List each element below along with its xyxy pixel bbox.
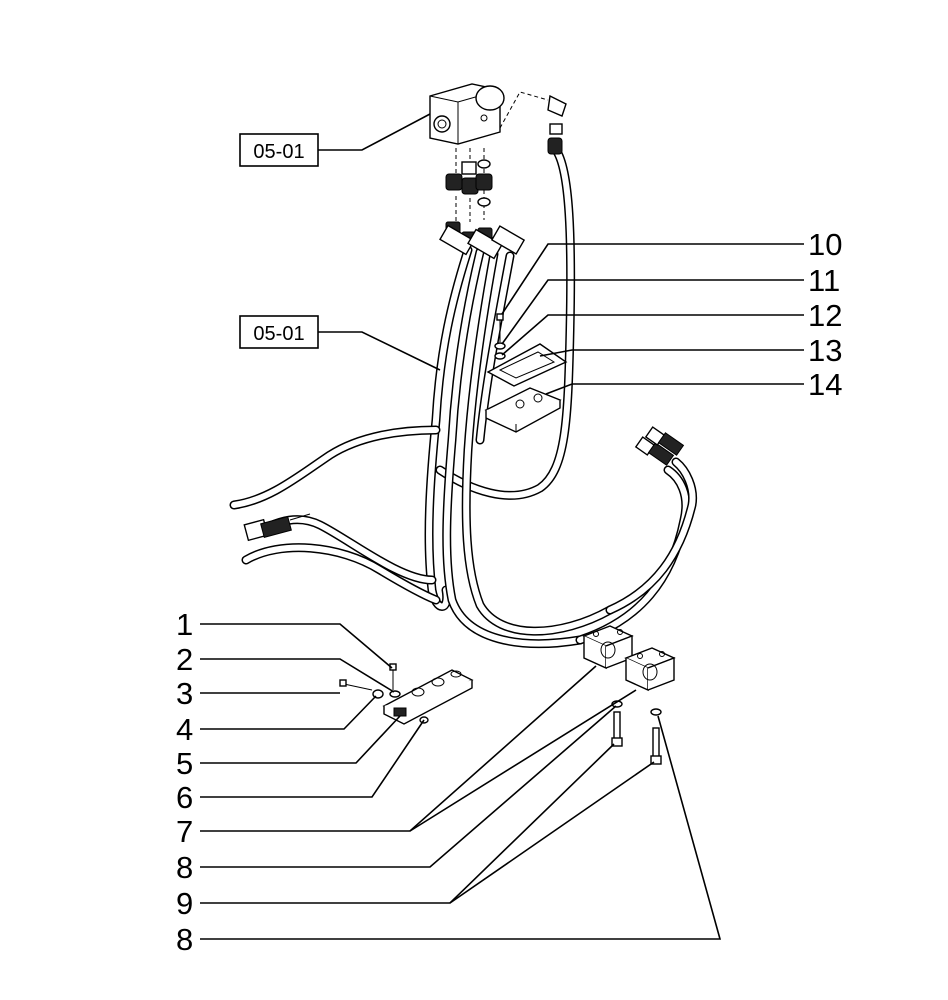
ref-box-label: 05-01: [253, 141, 304, 163]
callout-numbers: 10 11 12 13 14 1 2 3 4 5 6 7 8 9 8: [176, 227, 842, 957]
ref-box-middle: 05-01: [239, 315, 319, 349]
block-fittings: [439, 148, 526, 260]
valve-block: [429, 83, 505, 145]
callout-5: 5: [176, 746, 193, 781]
hose-bundle: [229, 145, 698, 649]
callout-6: 6: [176, 780, 193, 815]
callout-8: 8: [176, 850, 193, 885]
right-hose-fittings: [634, 426, 685, 466]
left-hose-fitting: [243, 513, 311, 542]
callout-3: 3: [176, 676, 193, 711]
ref-box-top: 05-01: [239, 133, 319, 167]
leader-lines: [200, 113, 804, 940]
callout-7: 7: [176, 814, 193, 849]
callout-2: 2: [176, 642, 193, 677]
callout-4: 4: [176, 712, 193, 747]
callout-1: 1: [176, 607, 193, 642]
clamp-blocks-lower-right: [582, 625, 676, 765]
callout-12: 12: [808, 298, 842, 333]
callout-14: 14: [808, 367, 842, 402]
callout-10: 10: [808, 227, 842, 262]
clamp-bar-lower-left: [339, 663, 474, 725]
callout-11: 11: [808, 263, 840, 298]
callout-13: 13: [808, 333, 842, 368]
callout-9: 9: [176, 886, 193, 921]
callout-8b: 8: [176, 922, 193, 957]
ref-box-label: 05-01: [253, 323, 304, 345]
elbow-fitting: [547, 94, 567, 155]
